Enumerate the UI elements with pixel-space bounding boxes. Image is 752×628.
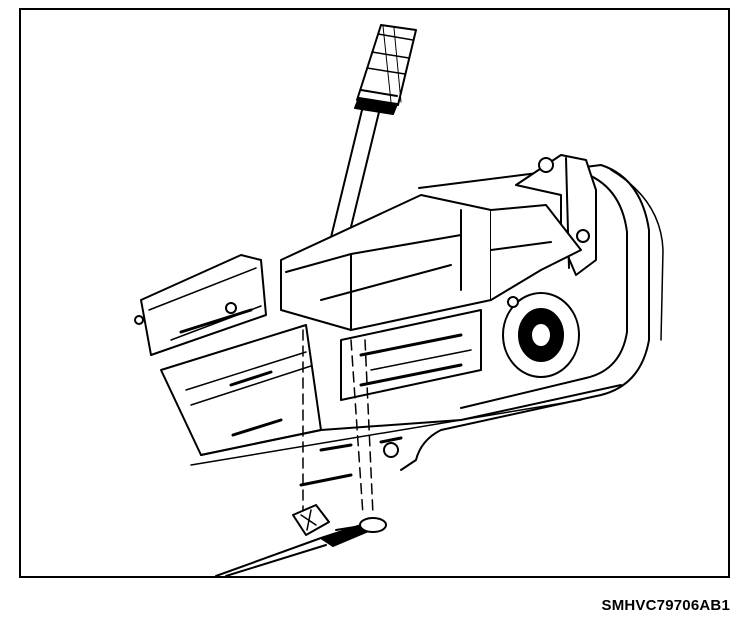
illustration-frame — [19, 8, 730, 578]
figure-code: SMHVC79706AB1 — [601, 597, 730, 614]
shifter-housing-box — [134, 194, 622, 487]
alignment-lines — [302, 329, 374, 526]
shifter-cable-illustration — [134, 24, 664, 576]
shift-cable — [215, 504, 387, 576]
